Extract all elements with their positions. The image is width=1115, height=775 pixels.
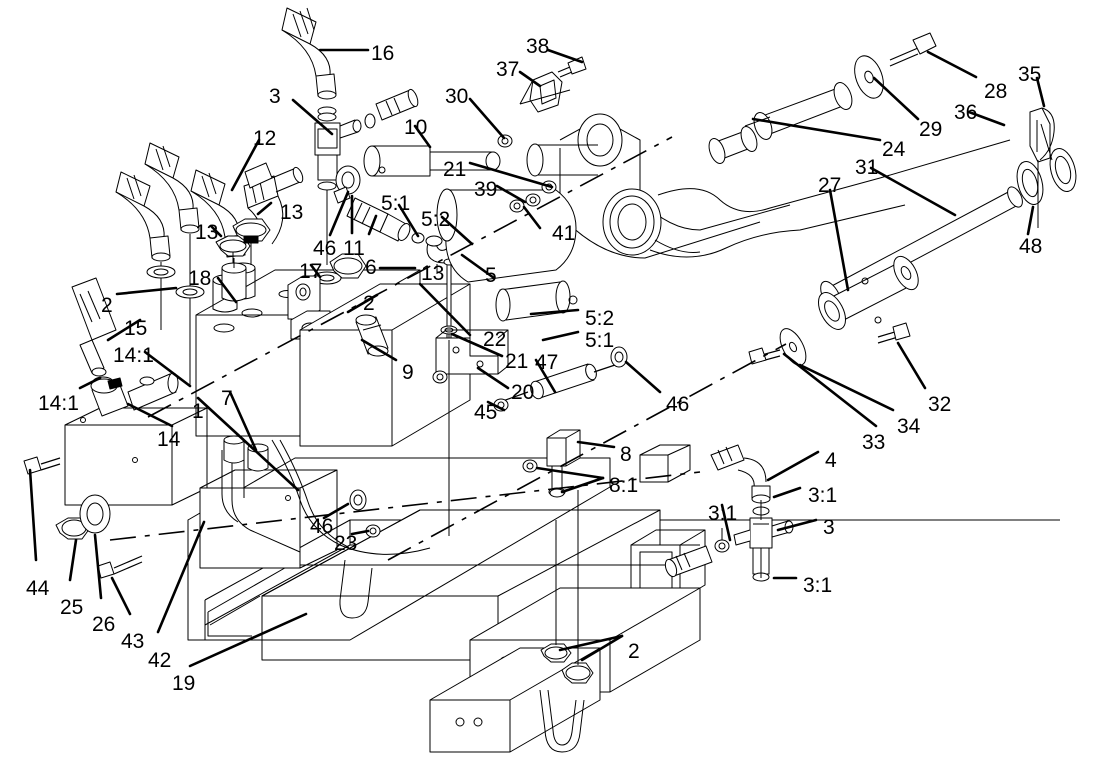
- callout-22: 22: [483, 328, 507, 351]
- hardware-46-23: [349, 489, 381, 538]
- valve-manifold-block: [195, 262, 471, 447]
- callout-3-1: 3:1: [708, 502, 738, 525]
- rod-47: [432, 346, 628, 412]
- leader-lines: [28, 48, 1046, 668]
- callout-42: 42: [148, 649, 172, 672]
- callout-37: 37: [496, 58, 520, 81]
- callout-48: 48: [1019, 235, 1043, 258]
- callout-9: 9: [402, 361, 414, 384]
- callout-44: 44: [26, 577, 50, 600]
- callout-47: 47: [535, 351, 559, 374]
- tee-fitting-3: [314, 88, 419, 250]
- elbow-fitting-12: [244, 162, 304, 193]
- callout-8-1: 8:1: [609, 474, 639, 497]
- nuts-2-bottom: [540, 490, 594, 684]
- callout-21: 21: [443, 158, 467, 181]
- callout-11: 11: [343, 237, 365, 260]
- callout-33: 33: [862, 431, 886, 454]
- hydraulic-cylinder-24: [708, 32, 937, 164]
- callout-21: 21: [505, 350, 529, 373]
- callout-46: 46: [310, 515, 334, 538]
- callout-14-1: 14:1: [38, 392, 79, 415]
- callout-5-2: 5:2: [585, 307, 615, 330]
- chassis-frame: [187, 444, 1060, 753]
- callout-38: 38: [526, 35, 550, 58]
- callout-3-1: 3:1: [808, 484, 838, 507]
- callout-41: 41: [552, 222, 576, 245]
- hose-16: [281, 7, 337, 100]
- callout-18: 18: [188, 267, 212, 290]
- callout-39: 39: [474, 178, 498, 201]
- callout-43: 43: [121, 630, 145, 653]
- callout-3: 3: [269, 85, 281, 108]
- callout-34: 34: [897, 415, 921, 438]
- callout-3-1: 3:1: [803, 574, 833, 597]
- callout-36: 36: [954, 101, 978, 124]
- callout-46: 46: [313, 237, 337, 260]
- callout-35: 35: [1018, 63, 1042, 86]
- link-rod-31: [748, 107, 1077, 366]
- callout-14-1: 14:1: [113, 344, 154, 367]
- callout-46: 46: [666, 393, 690, 416]
- callout-5-2: 5:2: [421, 208, 451, 231]
- callout-24: 24: [882, 138, 906, 161]
- plate-20: [435, 329, 509, 375]
- callout-29: 29: [919, 118, 943, 141]
- hose-cluster-left: [115, 142, 284, 386]
- callout-10: 10: [404, 116, 428, 139]
- callout-4: 4: [825, 449, 837, 472]
- callout-26: 26: [92, 613, 116, 636]
- callout-2: 2: [101, 294, 113, 317]
- callout-13: 13: [195, 221, 219, 244]
- callout-28: 28: [984, 80, 1008, 103]
- callout-7: 7: [221, 387, 233, 410]
- callout-45: 45: [474, 401, 498, 424]
- elbow-14: [90, 372, 179, 417]
- callout-30: 30: [445, 85, 469, 108]
- assembly-guides: [233, 160, 1039, 578]
- block-8: [522, 429, 581, 498]
- callout-2: 2: [363, 292, 375, 315]
- callout-25: 25: [60, 596, 84, 619]
- callout-5-1: 5:1: [381, 192, 411, 215]
- fitting-9: [355, 314, 389, 357]
- washer-hardware-group: [23, 456, 143, 579]
- fittings-center: [329, 165, 484, 530]
- callout-23: 23: [334, 532, 358, 555]
- callout-15: 15: [124, 317, 148, 340]
- callout-6: 6: [365, 256, 377, 279]
- callout-17: 17: [299, 260, 323, 283]
- callout-20: 20: [511, 381, 535, 404]
- callout-1: 1: [192, 400, 204, 423]
- callout-19: 19: [172, 672, 196, 695]
- callout-27: 27: [818, 174, 842, 197]
- callout-12: 12: [253, 127, 277, 150]
- callout-13: 13: [421, 262, 445, 285]
- callout-5-1: 5:1: [585, 329, 615, 352]
- callout-5: 5: [485, 264, 497, 287]
- callout-8: 8: [620, 443, 632, 466]
- callout-13: 13: [280, 201, 304, 224]
- callout-14: 14: [157, 428, 181, 451]
- callout-16: 16: [371, 42, 395, 65]
- callout-32: 32: [928, 393, 952, 416]
- callout-3: 3: [823, 516, 835, 539]
- callout-2: 2: [628, 640, 640, 663]
- callout-31: 31: [855, 156, 879, 179]
